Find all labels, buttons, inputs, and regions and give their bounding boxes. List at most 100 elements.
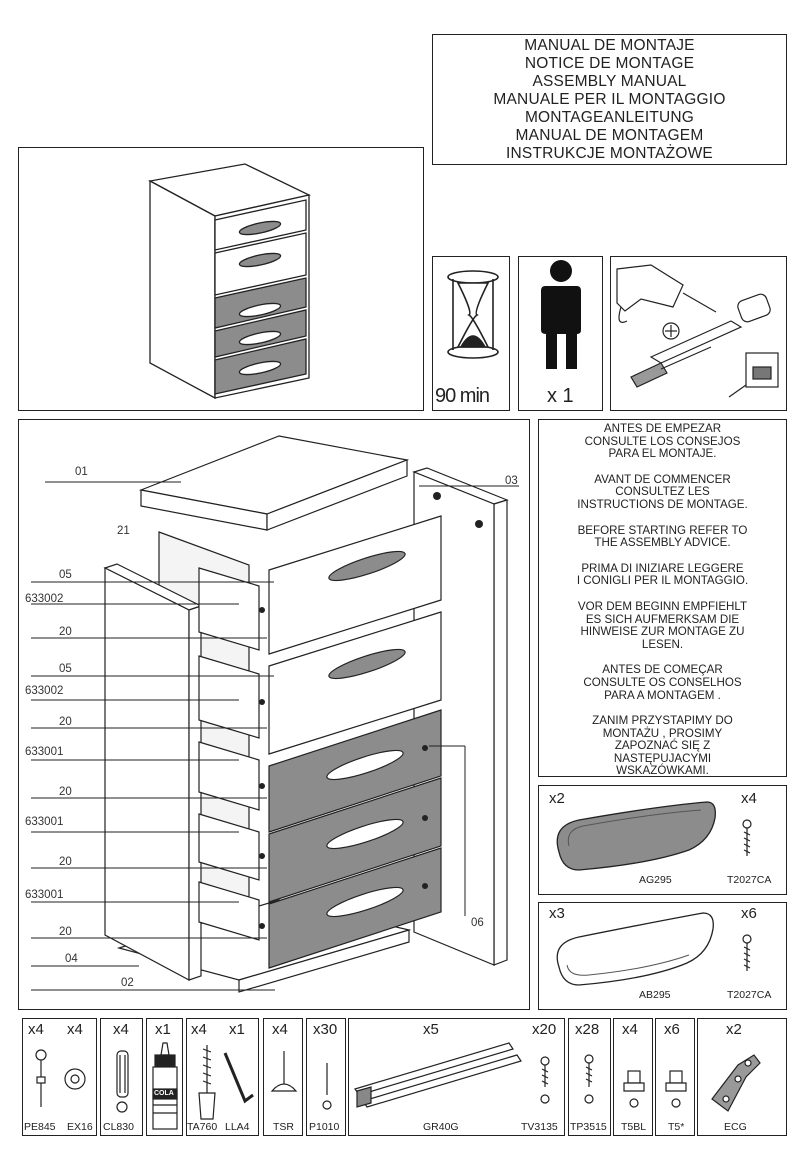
code-tsr: TSR	[273, 1121, 294, 1133]
label-633002a: 633002	[25, 593, 63, 605]
label-20a: 20	[59, 626, 72, 638]
code-ecg: ECG	[724, 1121, 747, 1133]
qty-pe845: x4	[28, 1021, 44, 1038]
drawer-front-white-1	[268, 515, 442, 655]
tools-drawing	[616, 264, 779, 398]
title-es: MANUAL DE MONTAJE	[524, 36, 695, 54]
handle-ag295-icon	[556, 801, 752, 871]
nail-icon	[322, 1063, 332, 1110]
hw-t5bl: x4 T5BL	[613, 1018, 653, 1136]
code-tp3515: TP3515	[570, 1121, 607, 1133]
qty-glue: x1	[155, 1021, 171, 1038]
label-20b: 20	[59, 716, 72, 728]
note-it: PRIMA DI INIZIARE LEGGERE I CONIGLI PER …	[576, 561, 749, 588]
label-20d: 20	[59, 856, 72, 868]
label-05b: 05	[59, 663, 72, 675]
qty-ta760: x4	[191, 1021, 207, 1038]
title-en: ASSEMBLY MANUAL	[532, 72, 687, 90]
label-633001c: 633001	[25, 889, 63, 901]
title-pt: MANUAL DE MONTAGEM	[515, 126, 704, 144]
screw-code: T2027CA	[727, 989, 772, 1001]
qty-lla4: x1	[229, 1021, 245, 1038]
handle-qty: x2	[549, 790, 565, 807]
time-box: 90 min	[432, 256, 510, 411]
qty-t5bl: x4	[622, 1021, 638, 1038]
note-en: BEFORE STARTING REFER TO THE ASSEMBLY AD…	[577, 523, 748, 550]
time-label: 90 min	[435, 385, 490, 407]
title-fr: NOTICE DE MONTAGE	[524, 54, 695, 72]
code-p1010: P1010	[309, 1121, 340, 1133]
handle-box-ab295: x3 x6 AB295 T2027CA	[538, 902, 787, 1010]
glue-label: COLA	[154, 1090, 174, 1097]
label-633002b: 633002	[25, 685, 63, 697]
plug-and-allen-key-icon	[198, 1045, 254, 1120]
qty-ex16: x4	[67, 1021, 83, 1038]
hw-tp3515: x28 TP3515	[568, 1018, 611, 1136]
label-06: 06	[471, 917, 484, 929]
cam-bolt-icon	[35, 1049, 86, 1107]
glue-bottle-icon	[152, 1042, 178, 1130]
code-tv3135: TV3135	[521, 1121, 558, 1133]
bracket-icon	[711, 1054, 761, 1112]
person-icon	[541, 260, 581, 369]
wood-dowel-icon	[116, 1050, 129, 1113]
hw-tsr: x4 TSR	[263, 1018, 303, 1136]
hw-ta760-lla4: x4 x1 TA760 LLA4	[186, 1018, 259, 1136]
handle-code: AB295	[639, 989, 671, 1001]
hw-cl830: x4 CL830	[100, 1018, 143, 1136]
label-04: 04	[65, 953, 78, 965]
label-21: 21	[117, 525, 130, 537]
qty-gr40g: x5	[423, 1021, 439, 1038]
qty-cl830: x4	[113, 1021, 129, 1038]
label-633001b: 633001	[25, 816, 63, 828]
qty-tv3135: x20	[532, 1021, 557, 1038]
exploded-view: 01 03 21 05 633002 20 05 633002 20 63300…	[18, 419, 530, 1010]
screw-code: T2027CA	[727, 874, 772, 886]
qty-tp3515: x28	[575, 1021, 600, 1038]
screw-icon	[742, 934, 752, 971]
note-es: ANTES DE EMPEZAR CONSULTE LOS CONSEJOS P…	[584, 422, 741, 461]
screw-qty: x6	[741, 905, 757, 922]
label-05a: 05	[59, 569, 72, 581]
code-t5bl: T5BL	[621, 1121, 647, 1133]
code-t5: T5*	[668, 1121, 685, 1133]
exploded-diagram: 01 03 21 05 633002 20 05 633002 20 63300…	[25, 435, 519, 993]
qty-t5: x6	[664, 1021, 680, 1038]
code-ta760: TA760	[187, 1121, 218, 1133]
code-ex16: EX16	[67, 1121, 93, 1133]
screw-icon	[584, 1054, 594, 1104]
hw-glue: x1 COLA	[146, 1018, 183, 1136]
label-03: 03	[505, 475, 518, 487]
assembly-advice: ANTES DE EMPEZAR CONSULTE LOS CONSEJOS P…	[538, 419, 787, 777]
title-de: MONTAGEANLEITUNG	[524, 108, 695, 126]
note-fr: AVANT DE COMMENCER CONSULTEZ LES INSTRUC…	[577, 472, 748, 511]
pin-nail-icon	[270, 1051, 298, 1092]
chest-of-drawers-drawing	[148, 163, 311, 400]
hw-cam-dowel: x4 x4 PE845 EX16	[22, 1018, 97, 1136]
label-633001a: 633001	[25, 746, 63, 758]
label-20e: 20	[59, 926, 72, 938]
drawer-slide-icon	[354, 1042, 550, 1108]
tools-box	[610, 256, 787, 411]
qty-tsr: x4	[272, 1021, 288, 1038]
screw-qty: x4	[741, 790, 757, 807]
handle-qty: x3	[549, 905, 565, 922]
code-cl830: CL830	[103, 1121, 134, 1133]
shelf-support-icon	[623, 1070, 645, 1108]
hw-p1010: x30 P1010	[306, 1018, 346, 1136]
shelf-pin-icon	[665, 1070, 687, 1108]
title-pl: INSTRUKCJE MONTAŻOWE	[506, 144, 713, 162]
hw-slides: x5 x20 GR40G TV3135	[348, 1018, 565, 1136]
screwdriver-icon	[649, 320, 743, 364]
handle-code: AG295	[639, 874, 672, 886]
qty-ecg: x2	[726, 1021, 742, 1038]
title-it: MANUALE PER IL MONTAGGIO	[493, 90, 726, 108]
drawer-front-white-2	[268, 611, 442, 755]
handle-ab295-icon	[556, 912, 752, 986]
persons-label: x 1	[547, 385, 574, 407]
label-20c: 20	[59, 786, 72, 798]
persons-box: x 1	[518, 256, 603, 411]
hammer-icon	[630, 362, 668, 388]
label-02: 02	[121, 977, 134, 989]
drill-icon	[616, 264, 684, 312]
